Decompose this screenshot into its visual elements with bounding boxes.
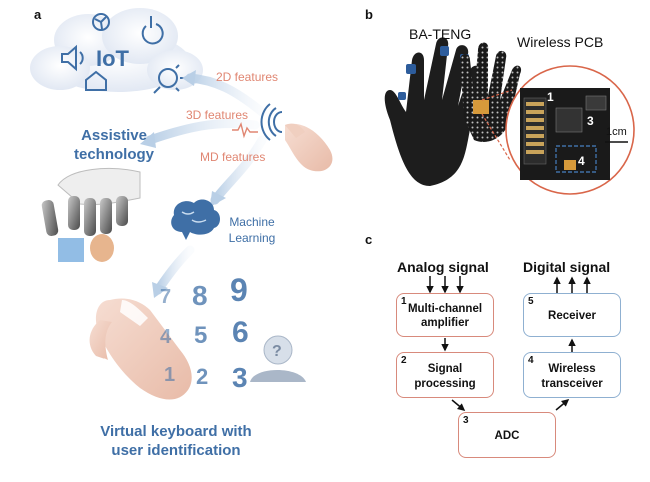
bateng-label: BA-TENG bbox=[409, 26, 472, 42]
bateng-sensor bbox=[406, 64, 416, 74]
receiver-label: Receiver bbox=[548, 310, 596, 322]
virtual-keyboard-label: Virtual keyboard with user identificatio… bbox=[76, 422, 276, 460]
multi-channel-amplifier-box: 1 Multi-channel amplifier bbox=[396, 293, 494, 337]
egg-object bbox=[90, 234, 114, 262]
keyboard-digit-5: 5 bbox=[194, 322, 208, 349]
ml-label-line2: Learning bbox=[228, 231, 276, 245]
box-number-5: 5 bbox=[528, 296, 534, 307]
keyboard-digit-6: 6 bbox=[232, 316, 249, 349]
home-icon bbox=[85, 70, 107, 91]
machine-learning-label: Machine Learning bbox=[222, 214, 282, 246]
iot-cloud bbox=[30, 8, 203, 92]
amplifier-label-line2: amplifier bbox=[421, 317, 469, 329]
pcb-marker-1: 1 bbox=[547, 90, 554, 104]
processing-label-line1: Signal bbox=[427, 363, 463, 375]
panel-letter-a: a bbox=[34, 7, 42, 22]
amplifier-label-line1: Multi-channel bbox=[407, 303, 483, 315]
keyboard-digit-7: 7 bbox=[160, 286, 172, 308]
analog-signal-title: Analog signal bbox=[397, 259, 489, 275]
signal-processing-box: 2 Signal processing bbox=[396, 352, 494, 398]
feature-label-3d: 3D features bbox=[186, 108, 249, 122]
keyboard-digit-1: 1 bbox=[164, 364, 176, 386]
fan-icon bbox=[92, 13, 110, 31]
pcb-marker-4: 4 bbox=[578, 154, 585, 168]
processing-label-line2: processing bbox=[414, 378, 476, 390]
receiver-box: 5 Receiver bbox=[523, 293, 621, 337]
panel-b-graphics bbox=[384, 37, 635, 195]
assistive-label-line2: technology bbox=[73, 146, 154, 163]
box-number-4: 4 bbox=[528, 355, 534, 366]
question-mark-icon: ? bbox=[272, 343, 282, 360]
scale-label: 1cm bbox=[606, 126, 627, 138]
power-icon bbox=[141, 23, 164, 45]
keyboard-digit-9: 9 bbox=[230, 272, 248, 308]
box-number-1: 1 bbox=[401, 296, 407, 307]
speaker-icon bbox=[61, 44, 77, 72]
wireless-transceiver-box: 4 Wireless transceiver bbox=[523, 352, 621, 398]
cube-object bbox=[58, 238, 84, 262]
panel-a-graphics: ? bbox=[30, 8, 333, 400]
assistive-label-line1: Assistive bbox=[81, 127, 147, 144]
feature-label-2d: 2D features bbox=[216, 70, 279, 84]
user-icon: ? bbox=[250, 335, 306, 382]
adc-box: 3 ADC bbox=[458, 412, 556, 458]
keyboard-digit-2: 2 bbox=[196, 364, 209, 389]
assistive-technology-label: Assistive technology bbox=[58, 126, 170, 164]
feature-label-md: MD features bbox=[200, 150, 266, 164]
pcb-marker-3: 3 bbox=[587, 114, 594, 128]
glove-pcb bbox=[473, 100, 489, 114]
vk-label-line2: user identification bbox=[111, 442, 241, 459]
panel-letter-c: c bbox=[365, 232, 373, 247]
iot-label: IoT bbox=[96, 46, 129, 71]
transceiver-label-line1: Wireless bbox=[548, 363, 596, 375]
signal-wave-icon bbox=[232, 103, 283, 141]
brain-icon bbox=[171, 199, 220, 240]
wireless-pcb bbox=[520, 88, 610, 180]
adc-label: ADC bbox=[494, 430, 520, 442]
wireless-pcb-label: Wireless PCB bbox=[517, 34, 604, 50]
robotic-hand bbox=[41, 168, 141, 262]
vk-label-line1: Virtual keyboard with bbox=[100, 423, 252, 440]
box-number-3: 3 bbox=[463, 415, 469, 426]
transceiver-label-line2: transceiver bbox=[541, 378, 603, 390]
keyboard-digit-8: 8 bbox=[192, 280, 208, 311]
digital-signal-title: Digital signal bbox=[523, 259, 611, 275]
feature-arrows bbox=[140, 70, 267, 298]
keyboard-digit-3: 3 bbox=[232, 362, 248, 393]
dotted-glove bbox=[460, 42, 522, 142]
lightbulb-icon bbox=[158, 68, 178, 88]
keyboard-digit-4: 4 bbox=[160, 326, 172, 348]
pointing-hand bbox=[285, 123, 333, 172]
typing-hand bbox=[89, 298, 192, 400]
ml-label-line1: Machine bbox=[229, 215, 275, 229]
panel-letter-b: b bbox=[365, 7, 373, 22]
box-number-2: 2 bbox=[401, 355, 407, 366]
